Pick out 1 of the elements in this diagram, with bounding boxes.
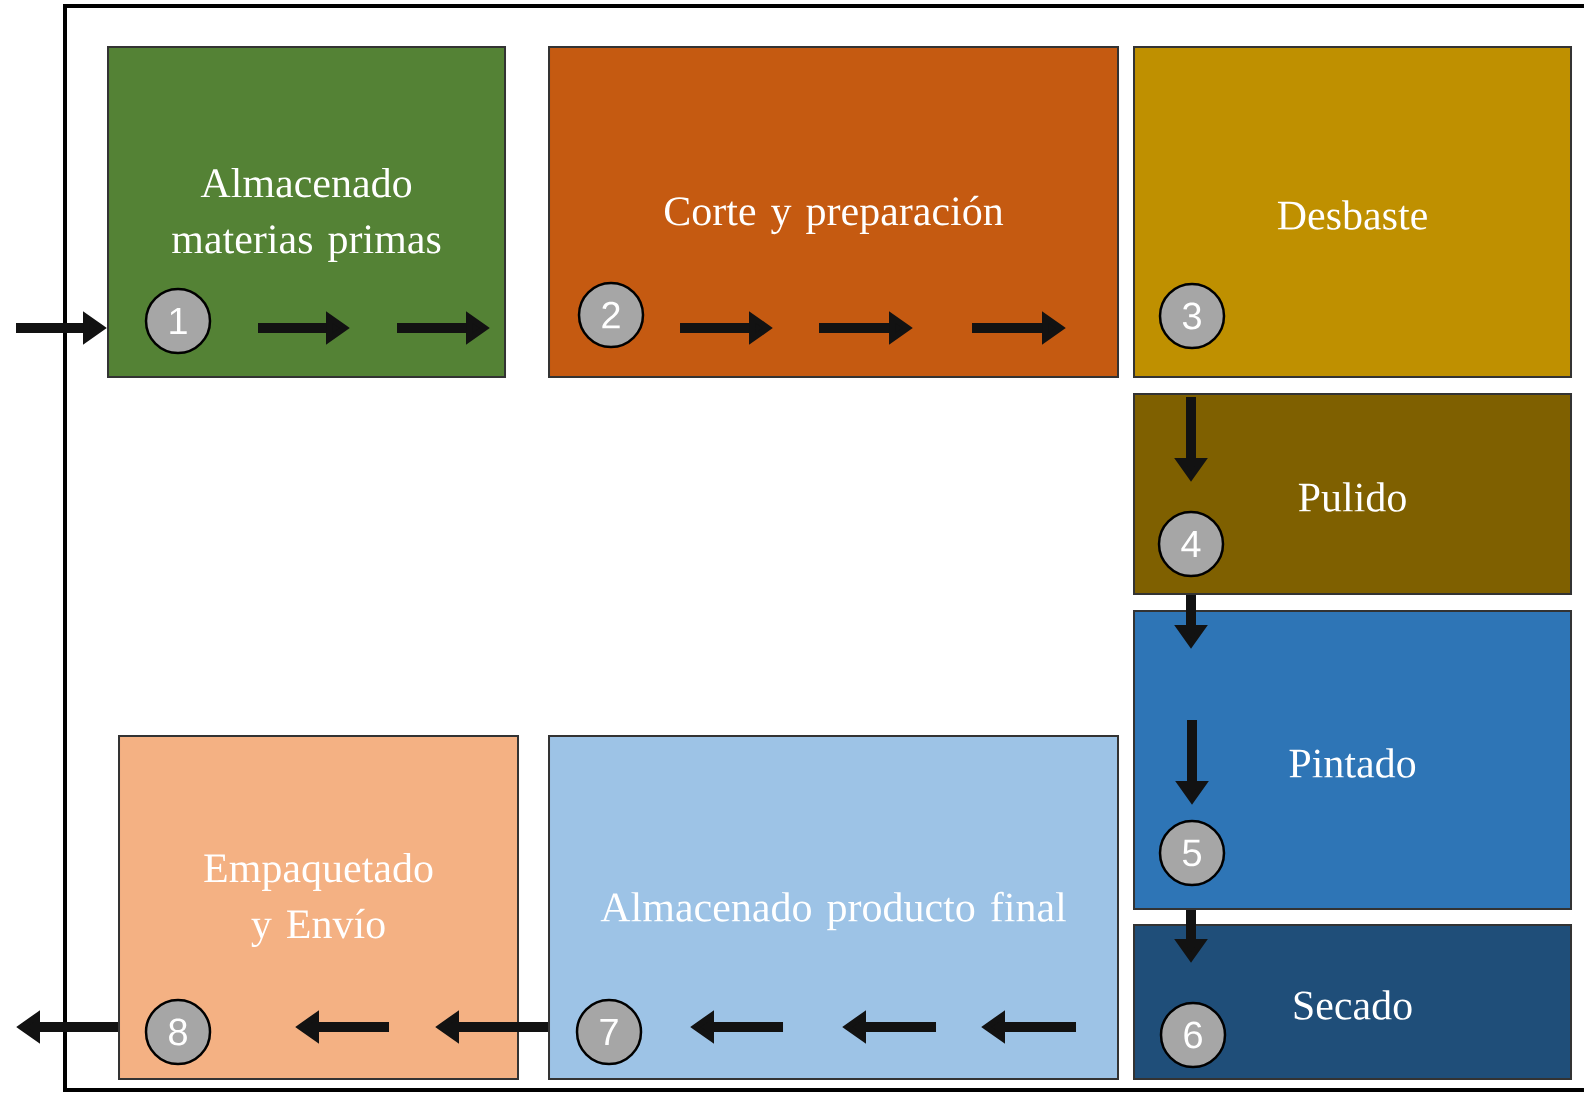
factory-outline bbox=[63, 4, 1584, 1092]
